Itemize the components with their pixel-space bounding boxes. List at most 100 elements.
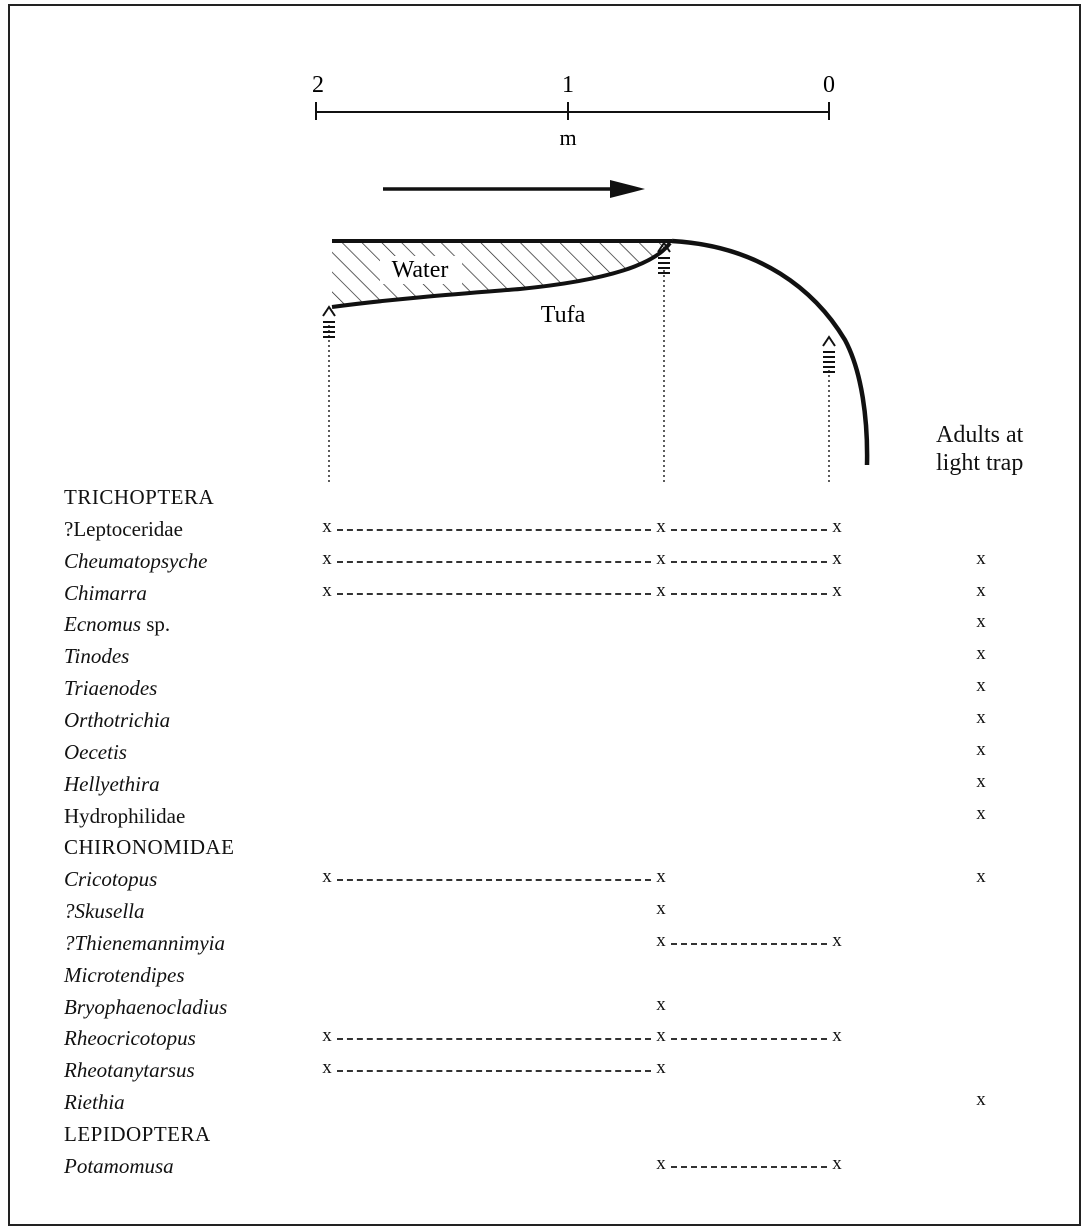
sampling-site-0m [822, 335, 836, 485]
occurrence-range-line [671, 529, 827, 531]
taxon-label: Chimarra [64, 583, 147, 604]
taxon-name: CHIRONOMIDAE [64, 835, 235, 859]
presence-mark-2m: x [322, 548, 332, 569]
taxon-group-label: TRICHOPTERA [64, 487, 214, 508]
presence-mark-1m: x [656, 898, 666, 919]
light-trap-mark: x [976, 548, 986, 569]
occurrence-range-line [671, 593, 827, 595]
taxon-name: Hydrophilidae [64, 804, 186, 828]
taxon-name: Microtendipes [64, 963, 185, 987]
taxon-name: LEPIDOPTERA [64, 1122, 211, 1146]
presence-mark-1m: x [656, 866, 666, 887]
taxon-label: Cheumatopsyche [64, 551, 207, 572]
presence-mark-0m: x [832, 548, 842, 569]
taxon-label: Rheocricotopus [64, 1028, 196, 1049]
presence-mark-2m: x [322, 580, 332, 601]
presence-mark-0m: x [832, 580, 842, 601]
occurrence-range-line [337, 529, 651, 531]
presence-mark-0m: x [832, 930, 842, 951]
taxon-name: ?Skusella [64, 899, 145, 923]
taxon-label: Triaenodes [64, 678, 157, 699]
occurrence-range-line [671, 561, 827, 563]
taxon-label: Rheotanytarsus [64, 1060, 195, 1081]
flow-arrow [383, 180, 645, 198]
taxon-name: Potamomusa [64, 1154, 174, 1178]
taxon-name: Rheotanytarsus [64, 1058, 195, 1082]
sampling-site-1m [657, 241, 671, 485]
taxon-name: Tinodes [64, 644, 130, 668]
taxon-label: Cricotopus [64, 869, 157, 890]
presence-mark-1m: x [656, 930, 666, 951]
scale-label-1: 1 [562, 72, 574, 98]
light-trap-mark: x [976, 611, 986, 632]
occurrence-range-line [337, 561, 651, 563]
presence-mark-1m: x [656, 548, 666, 569]
taxon-group-label: CHIRONOMIDAE [64, 837, 235, 858]
taxon-name: ?Thienemannimyia [64, 931, 225, 955]
light-trap-mark: x [976, 675, 986, 696]
taxon-name: Hellyethira [64, 772, 160, 796]
taxon-name: Triaenodes [64, 676, 158, 700]
taxon-label: Riethia [64, 1092, 125, 1113]
taxon-group-label: LEPIDOPTERA [64, 1124, 211, 1145]
light-trap-mark: x [976, 580, 986, 601]
taxon-name: Cheumatopsyche [64, 549, 208, 573]
light-trap-mark: x [976, 771, 986, 792]
taxon-label: Bryophaenocladius [64, 997, 227, 1018]
occurrence-range-line [671, 1038, 827, 1040]
presence-mark-2m: x [322, 516, 332, 537]
taxon-label: ?Thienemannimyia [64, 933, 225, 954]
trap-header-line2: light trap [936, 449, 1024, 476]
presence-mark-1m: x [656, 580, 666, 601]
taxon-name: Riethia [64, 1090, 125, 1114]
taxon-name: ?Leptoceridae [64, 517, 183, 541]
light-trap-mark: x [976, 643, 986, 664]
presence-mark-0m: x [832, 516, 842, 537]
water-label-backing [380, 256, 462, 284]
taxon-name: Chimarra [64, 581, 147, 605]
occurrence-range-line [337, 1070, 651, 1072]
light-trap-mark: x [976, 866, 986, 887]
taxon-label: Microtendipes [64, 965, 185, 986]
taxon-label: ?Leptoceridae [64, 519, 183, 540]
presence-mark-1m: x [656, 516, 666, 537]
presence-mark-0m: x [832, 1025, 842, 1046]
taxon-label: Orthotrichia [64, 710, 170, 731]
presence-mark-2m: x [322, 1057, 332, 1078]
scale-label-0: 0 [823, 72, 835, 98]
taxon-label: Ecnomus sp. [64, 614, 170, 635]
taxon-label: Tinodes [64, 646, 129, 667]
occurrence-range-line [337, 879, 651, 881]
scale-bar: 2 1 0 m [312, 72, 835, 150]
trap-column-header: Adults at light trap [936, 422, 1023, 477]
light-trap-mark: x [976, 739, 986, 760]
presence-mark-2m: x [322, 1025, 332, 1046]
taxon-name: TRICHOPTERA [64, 485, 215, 509]
light-trap-mark: x [976, 803, 986, 824]
taxon-label: Potamomusa [64, 1156, 174, 1177]
presence-mark-1m: x [656, 1057, 666, 1078]
taxon-label: Hydrophilidae [64, 806, 185, 827]
taxon-label: ?Skusella [64, 901, 144, 922]
light-trap-mark: x [976, 1089, 986, 1110]
waterfall-face [671, 238, 870, 466]
presence-mark-0m: x [832, 1153, 842, 1174]
scale-label-2: 2 [312, 72, 324, 98]
scale-unit: m [559, 125, 576, 150]
occurrence-range-line [671, 943, 827, 945]
taxon-name: Bryophaenocladius [64, 995, 228, 1019]
occurrence-range-line [337, 1038, 651, 1040]
taxon-name: Ecnomus [64, 612, 141, 636]
taxon-label: Oecetis [64, 742, 127, 763]
presence-mark-1m: x [656, 1025, 666, 1046]
occurrence-range-line [337, 593, 651, 595]
occurrence-range-line [671, 1166, 827, 1168]
taxon-name: Cricotopus [64, 867, 158, 891]
taxon-name: Orthotrichia [64, 708, 171, 732]
presence-mark-2m: x [322, 866, 332, 887]
water-label: Water [392, 257, 449, 283]
presence-mark-1m: x [656, 1153, 666, 1174]
taxon-suffix: sp. [141, 612, 171, 636]
presence-mark-1m: x [656, 994, 666, 1015]
